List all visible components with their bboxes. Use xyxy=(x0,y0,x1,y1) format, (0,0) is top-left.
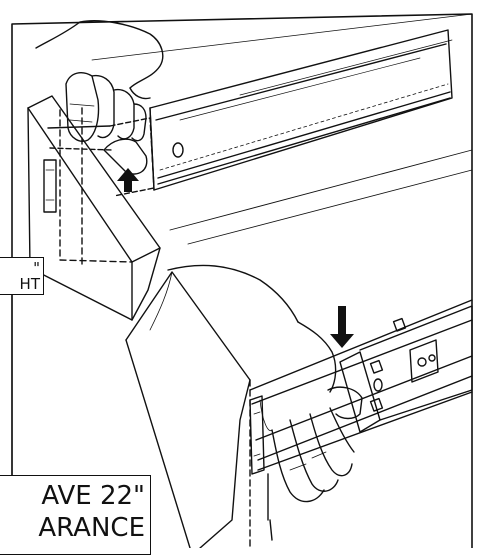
arrow-down-icon xyxy=(330,306,354,348)
callout-bottom-line-2: ARANCE xyxy=(38,513,145,543)
callout-bottom: AVE 22" ARANCE xyxy=(0,475,151,555)
bottom-cabinet-panel xyxy=(125,271,273,548)
bottom-hand xyxy=(167,264,363,503)
arrow-up-icon xyxy=(117,168,139,192)
frame-border xyxy=(11,13,473,548)
bottom-drawer-slide xyxy=(249,299,473,521)
callout-top: " HT xyxy=(0,257,44,295)
callout-bottom-line-1: AVE 22" xyxy=(41,481,145,511)
callout-top-line-1: " xyxy=(33,259,40,277)
top-cabinet-panel xyxy=(27,95,161,321)
callout-top-line-2: HT xyxy=(19,275,40,293)
top-hand xyxy=(35,20,164,175)
top-drawer-box xyxy=(43,13,473,245)
top-cabinet-rail xyxy=(109,29,453,197)
